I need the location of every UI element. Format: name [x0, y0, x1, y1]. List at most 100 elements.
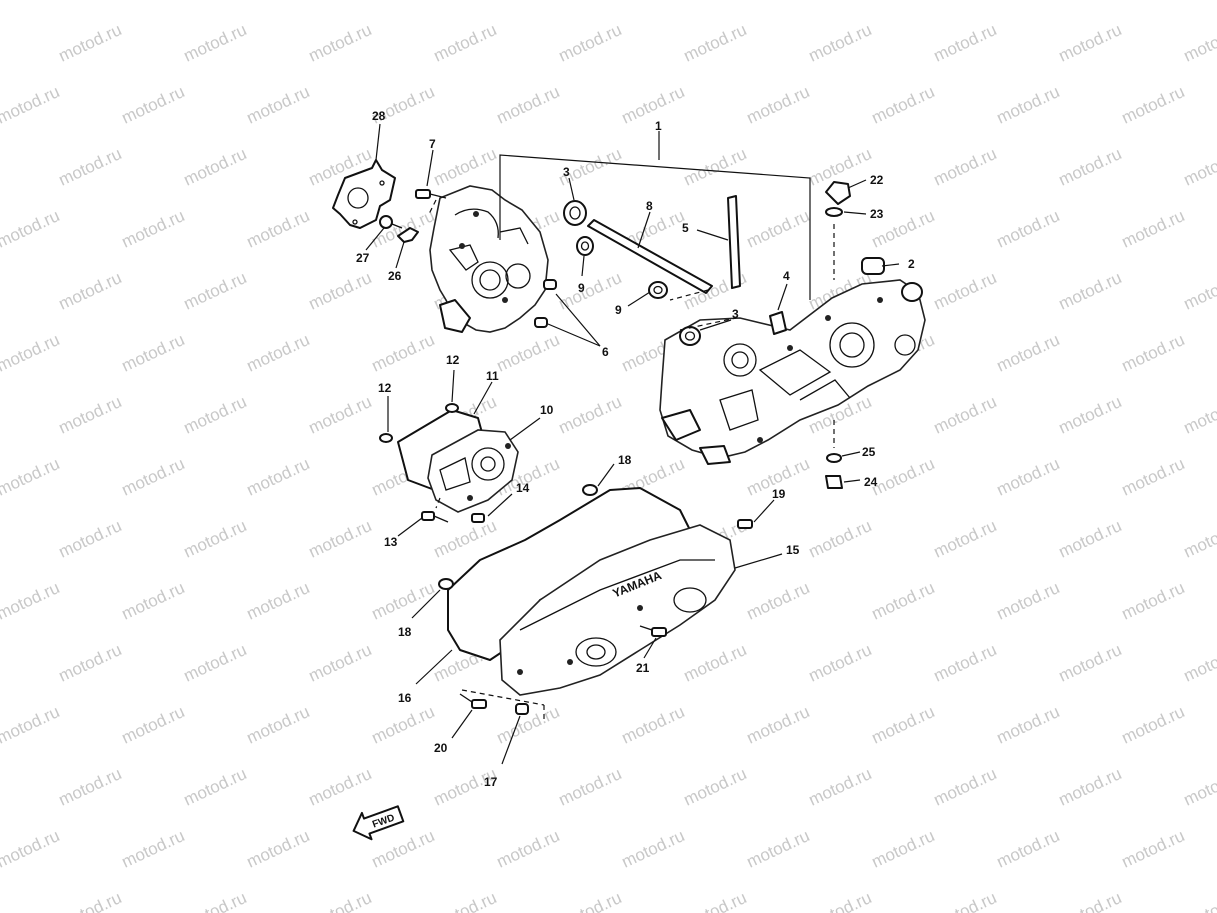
- part-21-bolt: [639, 625, 667, 637]
- watermark-text: motod.ru: [1119, 578, 1188, 624]
- watermark-text: motod.ru: [0, 702, 62, 748]
- callout-8: 8: [646, 199, 653, 213]
- watermark-text: motod.ru: [369, 578, 438, 624]
- part-20-bolt: [459, 693, 487, 709]
- callout-2: 2: [908, 257, 915, 271]
- watermark-text: motod.ru: [931, 516, 1000, 562]
- watermark-text: motod.ru: [119, 826, 188, 872]
- watermark-text: motod.ru: [306, 20, 375, 66]
- watermark-text: motod.ru: [931, 764, 1000, 810]
- watermark-text: motod.ru: [1181, 640, 1217, 686]
- callout-12-left: 12: [378, 381, 392, 395]
- callout-23: 23: [870, 207, 884, 221]
- assembly-lines: [427, 154, 835, 720]
- part-5-tube: [727, 195, 741, 289]
- watermark-text: motod.ru: [1056, 144, 1125, 190]
- watermark-text: motod.ru: [994, 826, 1063, 872]
- watermark-text: motod.ru: [931, 392, 1000, 438]
- callout-27: 27: [356, 251, 370, 265]
- watermark-text: motod.ru: [0, 206, 62, 252]
- callout-9-b: 9: [615, 303, 622, 317]
- callout-18-top: 18: [618, 453, 632, 467]
- watermark-text: motod.ru: [556, 392, 625, 438]
- watermark-text: motod.ru: [369, 826, 438, 872]
- watermark-text: motod.ru: [869, 826, 938, 872]
- watermark-text: motod.ru: [56, 20, 125, 66]
- watermark-text: motod.ru: [1119, 0, 1188, 4]
- watermark-text: motod.ru: [681, 888, 750, 913]
- watermark-text: motod.ru: [306, 516, 375, 562]
- callout-20: 20: [434, 741, 448, 755]
- part-24-drain-bolt: [825, 475, 843, 489]
- callout-22: 22: [870, 173, 884, 187]
- callout-12-top: 12: [446, 353, 460, 367]
- callout-5: 5: [682, 221, 689, 235]
- watermark-text: motod.ru: [1056, 888, 1125, 913]
- watermark-text: motod.ru: [0, 330, 62, 376]
- part-12-dowel-a: [379, 433, 393, 443]
- watermark-text: motod.ru: [119, 702, 188, 748]
- watermark-text: motod.ru: [931, 640, 1000, 686]
- callouts: 28 7 3 1 8 5 22 23 2 27 26 4 9 9 3 6 12 …: [356, 109, 915, 789]
- callout-9-a: 9: [578, 281, 585, 295]
- watermark-text: motod.ru: [931, 268, 1000, 314]
- watermark-text: motod.ru: [681, 144, 750, 190]
- watermark-text: motod.ru: [0, 454, 62, 500]
- part-9-seal-a: [576, 236, 594, 256]
- watermark-text: motod.ru: [681, 20, 750, 66]
- part-22-cap: [825, 181, 851, 205]
- callout-18-left: 18: [398, 625, 412, 639]
- watermark-text: motod.ru: [556, 764, 625, 810]
- watermark-text: motod.ru: [1181, 20, 1217, 66]
- watermark-text: motod.ru: [744, 206, 813, 252]
- watermark-text: motod.ru: [1056, 20, 1125, 66]
- watermark-text: motod.ru: [556, 20, 625, 66]
- watermark-text: motod.ru: [931, 888, 1000, 913]
- callout-7: 7: [429, 137, 436, 151]
- watermark-text: motod.ru: [806, 764, 875, 810]
- watermark-text: motod.ru: [119, 206, 188, 252]
- part-18-dowel-b: [438, 578, 454, 590]
- watermark-text: motod.ru: [1119, 454, 1188, 500]
- watermark-text: motod.ru: [0, 0, 62, 4]
- watermark-text: motod.ru: [56, 888, 125, 913]
- callout-19: 19: [772, 487, 786, 501]
- watermark-text: motod.ru: [931, 20, 1000, 66]
- watermark-text: motod.ru: [1181, 144, 1217, 190]
- part-17-dowel: [515, 703, 529, 715]
- part-13-bolt: [421, 511, 449, 523]
- watermark-text: motod.ru: [119, 578, 188, 624]
- watermark-text: motod.ru: [56, 640, 125, 686]
- callout-3-top: 3: [563, 165, 570, 179]
- watermark-text: motod.ru: [806, 888, 875, 913]
- part-3-bearing-right: [679, 326, 701, 346]
- watermark-text: motod.ru: [244, 578, 313, 624]
- watermark-text: motod.ru: [0, 826, 62, 872]
- watermark-text: motod.ru: [431, 888, 500, 913]
- part-3-bearing-left: [563, 200, 587, 226]
- watermark-text: motod.ru: [181, 888, 250, 913]
- part-7-bolt: [415, 189, 447, 199]
- watermark-text: motod.ru: [244, 0, 313, 4]
- watermark-text: motod.ru: [1181, 268, 1217, 314]
- callout-11: 11: [486, 369, 499, 383]
- right-crankcase-half: [659, 279, 926, 465]
- leader-lines: [365, 123, 900, 765]
- part-4-plug: [769, 311, 787, 335]
- watermark-text: motod.ru: [369, 330, 438, 376]
- watermark-text: motod.ru: [306, 888, 375, 913]
- watermark-text: motod.ru: [556, 888, 625, 913]
- callout-15: 15: [786, 543, 800, 557]
- watermark-text: motod.ru: [244, 330, 313, 376]
- watermark-text: motod.ru: [306, 392, 375, 438]
- watermark-text: motod.ru: [744, 578, 813, 624]
- watermark-text: motod.ru: [56, 144, 125, 190]
- watermark-text: motod.ru: [1056, 392, 1125, 438]
- watermark-text: motod.ru: [1181, 888, 1217, 913]
- watermark-text: motod.ru: [1119, 206, 1188, 252]
- part-19-bolt: [737, 519, 753, 529]
- part-14-bolt: [471, 513, 485, 523]
- watermark-text: motod.ru: [494, 826, 563, 872]
- watermark-text: motod.ru: [994, 702, 1063, 748]
